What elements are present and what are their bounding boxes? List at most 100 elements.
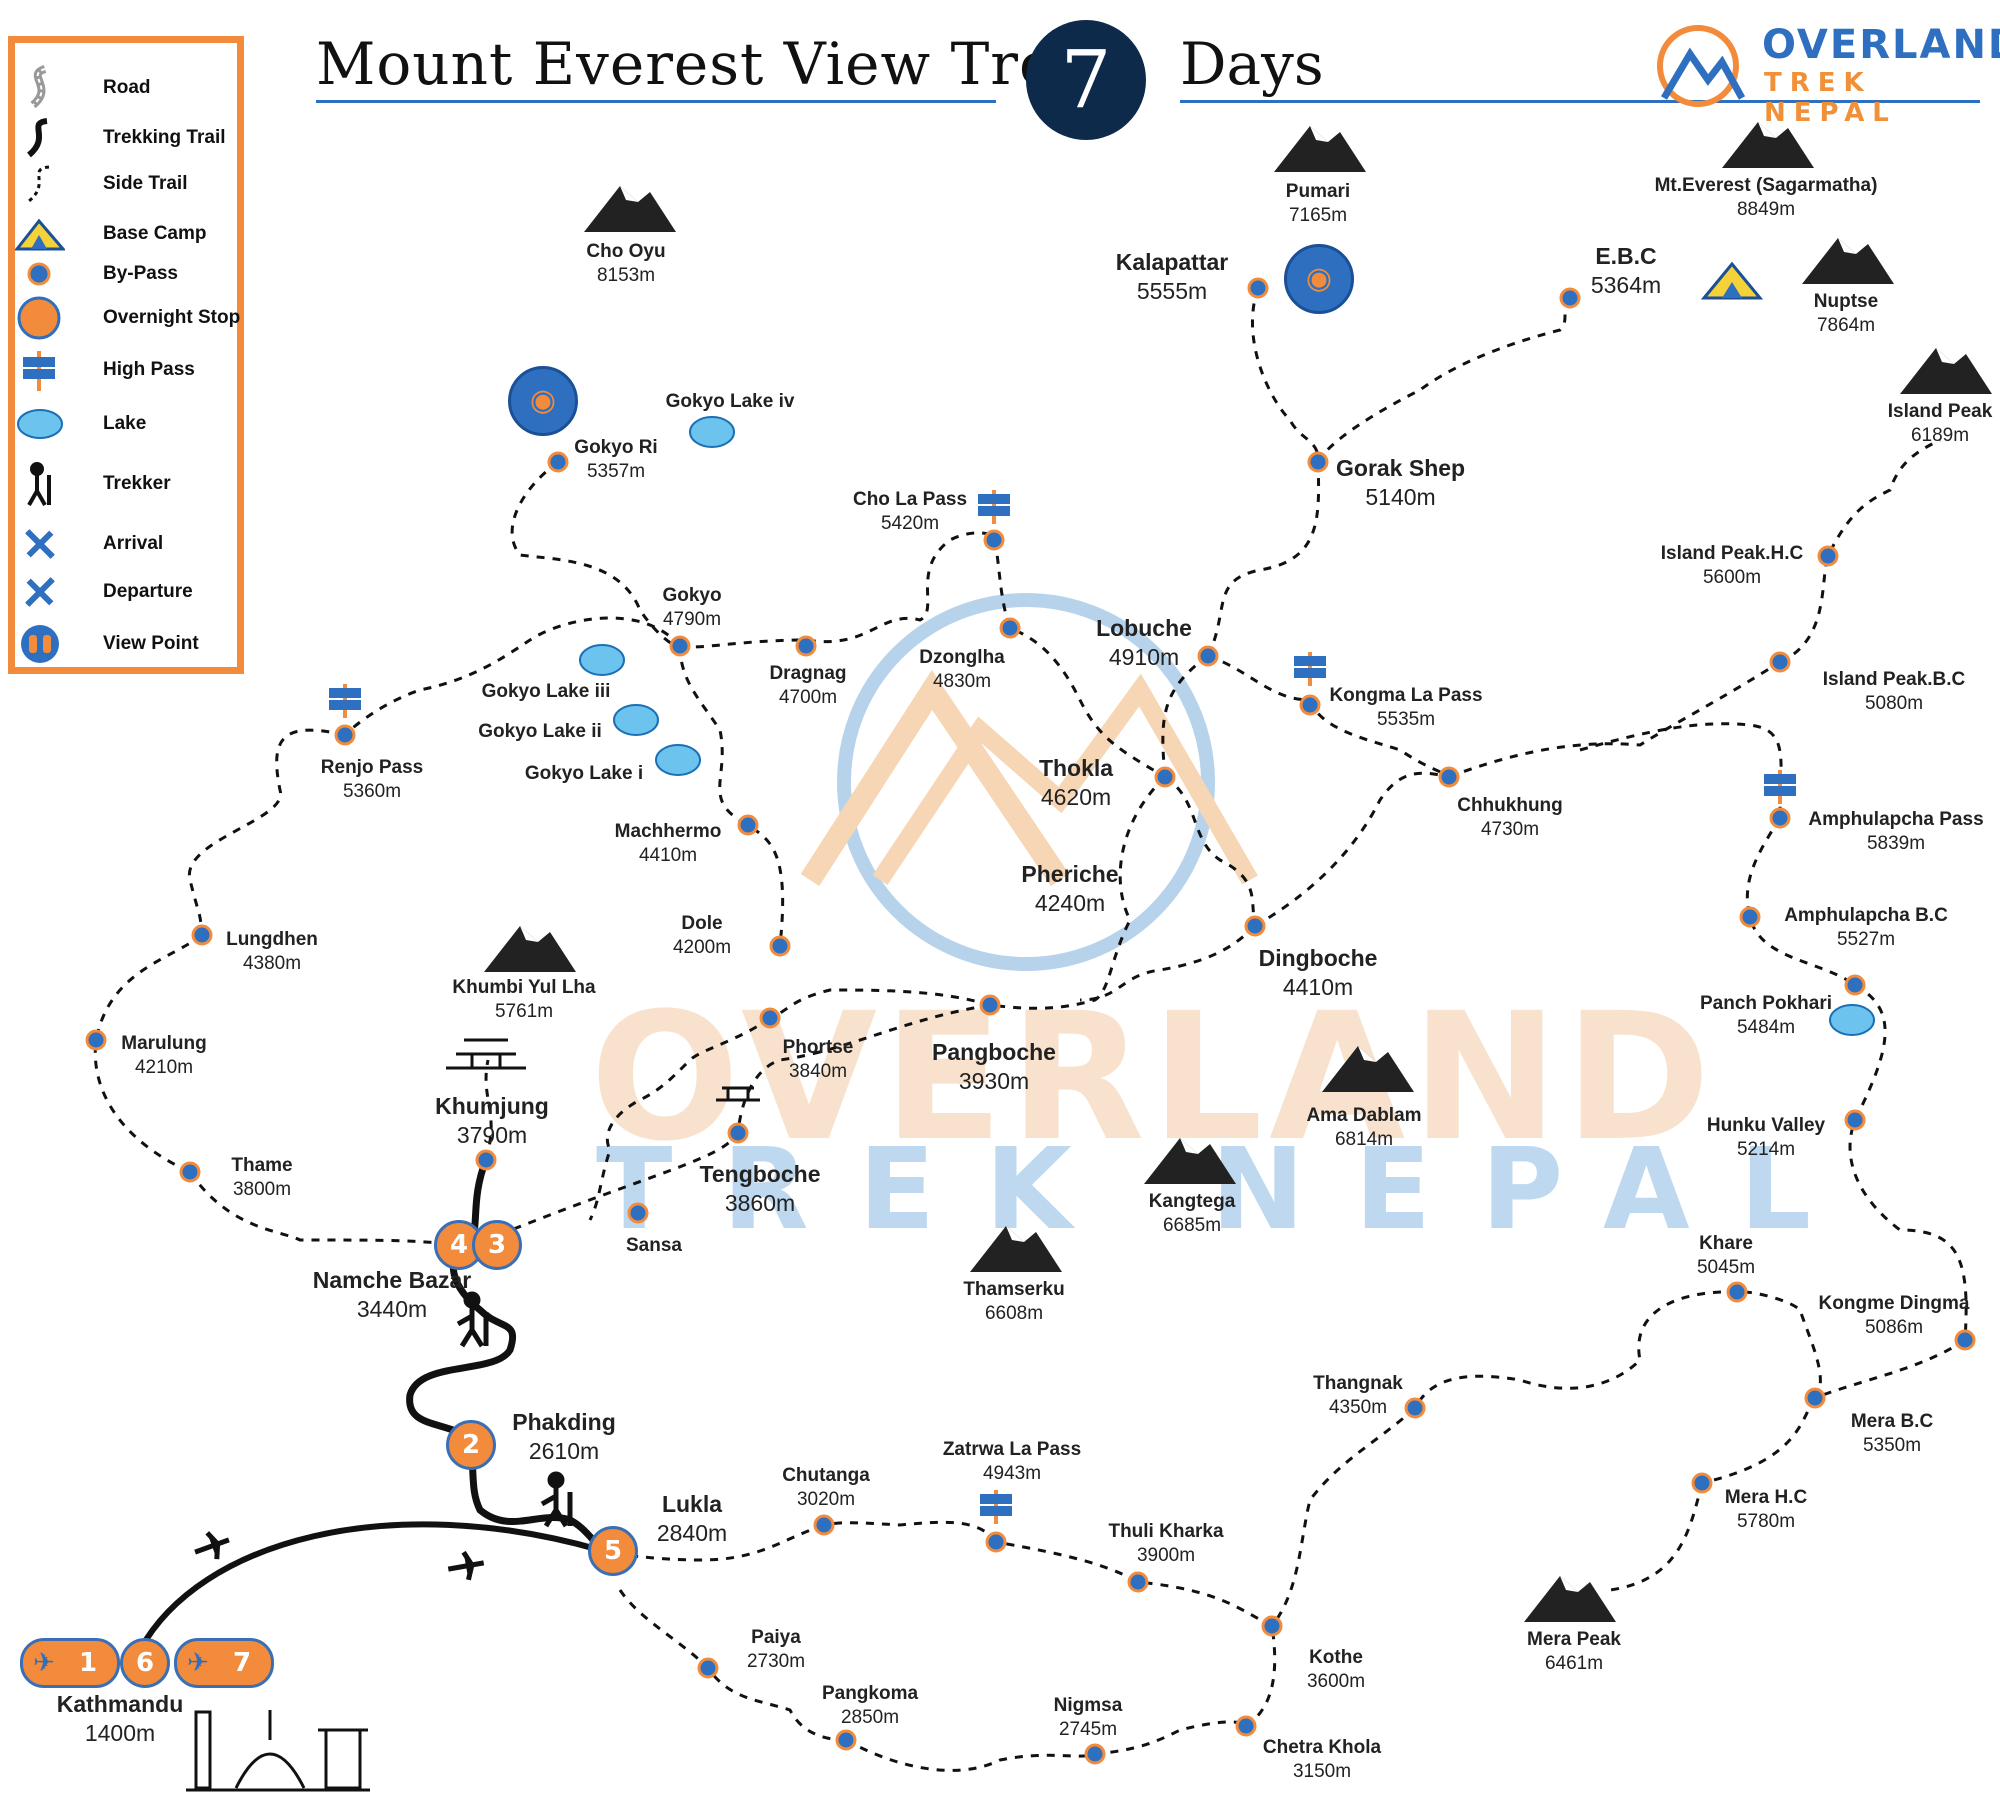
- trail-kongma-chhukhung: [1308, 699, 1450, 779]
- bypass-dot-icon: [27, 262, 51, 286]
- trail-khare-thangnak: [1413, 1290, 1738, 1409]
- bypass-dot-tengboche: [727, 1122, 749, 1144]
- trail-kongme-khare: [1736, 1290, 1822, 1399]
- brand-name-line2: TREK NEPAL: [1764, 68, 1897, 128]
- bypass-dot-kothe: [1261, 1615, 1283, 1637]
- legend-label: High Pass: [103, 359, 195, 380]
- bypass-dot-phortse: [759, 1007, 781, 1029]
- bypass-dot-thame: [179, 1161, 201, 1183]
- trekker-icons: [456, 1291, 573, 1528]
- legend-item-high-pass: High Pass: [15, 347, 245, 393]
- legend-label: Trekker: [103, 473, 171, 494]
- side-trail-gokyo-ri: [510, 460, 682, 649]
- trail-dingboche-pangboche: [1079, 924, 1257, 1002]
- arrival-plane-icon: [194, 1531, 230, 1560]
- monastery-icon-khumjung: [446, 1038, 526, 1070]
- trekking-trail: [406, 1158, 612, 1555]
- bypass-dot-gokyo: [669, 635, 691, 657]
- side-trail-gorak-lobuche: [1206, 461, 1321, 657]
- side-trail-thame-namche: [188, 1171, 456, 1247]
- bypass-dot-chutanga: [813, 1514, 835, 1536]
- title-underline-left: [316, 100, 996, 103]
- trail-merahc-merapeak: [1609, 1482, 1704, 1592]
- trail-chutanga-lukla: [619, 1523, 825, 1562]
- bypass-dot-kongme: [1954, 1329, 1976, 1351]
- base-camp-tent-icon-ebc: [1700, 261, 1764, 300]
- road-icon: [30, 65, 47, 109]
- day-7-marker: ✈ 7: [174, 1638, 274, 1688]
- legend-item-departure: Departure: [15, 569, 245, 615]
- bypass-dot-khare: [1726, 1281, 1748, 1303]
- page-title: Mount Everest View Trek: [316, 30, 1091, 98]
- legend-label: Road: [103, 77, 151, 98]
- trail-chhukhung-amphulapcha: [1579, 722, 1783, 819]
- trail-kongme-merahc: [1701, 1397, 1817, 1485]
- trail-amphulapcha-bc-panch: [1745, 817, 1856, 987]
- day-2-marker: 2: [446, 1420, 496, 1470]
- day-6-marker: 6: [120, 1638, 170, 1688]
- arrival-plane-icon: [25, 529, 55, 559]
- departure-plane-icon: ✈: [187, 1648, 209, 1678]
- bypass-dot-island-bc: [1769, 651, 1791, 673]
- legend-item-overnight: Overnight Stop: [15, 295, 245, 341]
- day-3-marker: 3: [472, 1220, 522, 1270]
- high-pass-sign-icon: [23, 351, 55, 391]
- mountain-icon-island-peak: [1900, 348, 1992, 394]
- bypass-dot-dole: [769, 935, 791, 957]
- place-label-gokyo-lake-iv: Gokyo Lake iv: [665, 391, 795, 412]
- mountain-icon-ama-dablam: [1322, 1046, 1414, 1092]
- watermark-logo-mountain-2: [872, 673, 1258, 885]
- high-pass-sign-icon-cho-la: [978, 490, 1010, 524]
- bypass-dot-chetra: [1235, 1715, 1257, 1737]
- mountain-icon-mera-peak: [1524, 1576, 1616, 1622]
- bypass-dot-marulung: [85, 1029, 107, 1051]
- bypass-dot-machhermo: [737, 814, 759, 836]
- bypass-dot-pangkoma: [835, 1729, 857, 1751]
- legend-label: Arrival: [103, 533, 164, 554]
- trail-panch-hunku: [1848, 983, 1968, 1341]
- side-trail-kalapattar: [1250, 287, 1320, 463]
- trail-chetra-kothe: [1245, 1625, 1277, 1728]
- bypass-dot-renjo: [334, 724, 356, 746]
- brand-name-line1: OVERLAND: [1762, 22, 2000, 68]
- mountain-icon-thamserku: [970, 1226, 1062, 1272]
- binoculars-icon: [21, 625, 59, 663]
- place-label-sansa: Sansa: [626, 1235, 682, 1256]
- mountain-icon-khumbi-yul-lha: [484, 926, 576, 972]
- trail-thokla-dingboche: [1164, 775, 1257, 927]
- bypass-dot-sansa: [627, 1202, 649, 1224]
- title-days-word: Days: [1180, 30, 1324, 98]
- bypass-dot-nigmsa: [1084, 1743, 1106, 1765]
- trail-thuli-zatrwa: [823, 1520, 998, 1543]
- place-label-gokyo-lake-i: Gokyo Lake i: [524, 763, 644, 784]
- lake-icon-panch-pokhari: [1829, 1004, 1875, 1036]
- bypass-dot-thuli: [1127, 1571, 1149, 1593]
- mountain-icon-pumari: [1274, 126, 1366, 172]
- legend-label: Base Camp: [103, 223, 207, 244]
- trail-hunku-kongme: [1814, 1338, 1966, 1400]
